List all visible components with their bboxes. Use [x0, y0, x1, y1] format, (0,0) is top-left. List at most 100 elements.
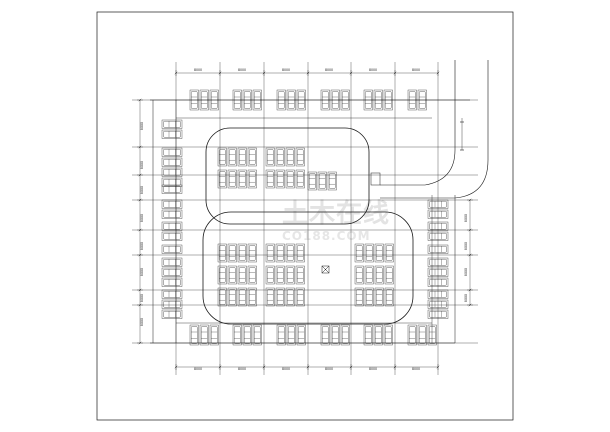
car-outline — [277, 289, 284, 305]
dim-slash — [174, 365, 178, 369]
dim-top-3: 8000 — [282, 68, 290, 72]
dim-slash — [349, 365, 353, 369]
parking-stall — [417, 324, 427, 346]
parking-stall — [189, 324, 199, 346]
parking-stall — [407, 89, 417, 111]
dim-slash — [349, 71, 353, 75]
dim-slash — [218, 365, 222, 369]
parking-stall — [161, 277, 183, 287]
parking-stall — [199, 89, 209, 111]
car-outline — [376, 289, 383, 305]
parking-stall — [427, 209, 449, 219]
core-box — [321, 265, 330, 274]
parking-stall — [227, 287, 237, 307]
ramp-curve-inner — [380, 60, 456, 186]
car-outline — [287, 289, 294, 305]
parking-stall — [317, 171, 327, 191]
dim-left-7: 8000 — [140, 294, 144, 302]
car-outline — [163, 291, 181, 298]
parking-stall — [161, 184, 183, 194]
parking-stall — [354, 243, 364, 263]
parking-stall — [275, 243, 285, 263]
parking-stall — [161, 257, 183, 267]
parking-stall — [407, 324, 417, 346]
dim-bottom-1: 8000 — [194, 367, 202, 371]
car-outline — [229, 171, 236, 187]
dim-right-1: 8000 — [464, 214, 468, 222]
parking-stall — [252, 89, 262, 111]
car-outline — [429, 279, 447, 286]
car-outline — [267, 267, 274, 283]
parking-stall — [161, 177, 183, 187]
parking-stall — [161, 289, 183, 299]
car-outline — [356, 289, 363, 305]
car-outline — [244, 91, 251, 109]
ramp-curve-outer — [380, 60, 489, 199]
parking-stall — [265, 169, 275, 189]
car-outline — [277, 245, 284, 261]
car-outline — [254, 326, 261, 344]
dim-left-3: 8000 — [140, 186, 144, 194]
parking-stall — [417, 89, 427, 111]
parking-stall — [286, 324, 296, 346]
dim-top-5: 8000 — [369, 68, 377, 72]
parking-stall — [295, 265, 305, 285]
parking-stall — [265, 147, 275, 167]
parking-stall — [295, 287, 305, 307]
dim-slash — [138, 303, 142, 307]
car-outline — [429, 259, 447, 266]
parking-stall — [275, 169, 285, 189]
parking-stalls — [161, 89, 449, 346]
car-outline — [288, 326, 295, 344]
dim-slash — [138, 98, 142, 102]
parking-stall — [161, 147, 183, 157]
parking-stall — [340, 89, 350, 111]
car-outline — [365, 91, 372, 109]
car-outline — [429, 291, 447, 298]
dim-left-4: 8000 — [140, 214, 144, 222]
car-outline — [287, 245, 294, 261]
parking-stall — [296, 324, 306, 346]
car-outline — [429, 311, 447, 318]
parking-stall — [354, 287, 364, 307]
car-outline — [332, 326, 339, 344]
car-outline — [356, 267, 363, 283]
car-outline — [229, 289, 236, 305]
parking-stall — [252, 324, 262, 346]
parking-stall — [265, 287, 275, 307]
parking-stall — [295, 243, 305, 263]
parking-stall — [161, 167, 183, 177]
car-outline — [219, 245, 226, 261]
car-outline — [429, 269, 447, 276]
car-outline — [239, 149, 246, 165]
car-outline — [191, 326, 198, 344]
car-outline — [239, 289, 246, 305]
parking-stall — [427, 299, 449, 309]
dim-slash — [306, 365, 310, 369]
parking-stall — [374, 287, 384, 307]
car-outline — [163, 259, 181, 266]
car-outline — [211, 91, 218, 109]
parking-stall — [161, 231, 183, 241]
dim-left-5: 8000 — [140, 242, 144, 250]
parking-stall — [427, 289, 449, 299]
car-outline — [249, 267, 256, 283]
parking-stall — [285, 147, 295, 167]
dim-left-8: 8000 — [140, 318, 144, 326]
car-outline — [329, 173, 336, 189]
parking-stall — [161, 209, 183, 219]
parking-stall — [427, 231, 449, 241]
parking-stall — [247, 147, 257, 167]
parking-stall — [276, 324, 286, 346]
car-outline — [366, 289, 373, 305]
parking-stall — [217, 243, 227, 263]
car-outline — [429, 201, 447, 208]
ramp-box — [370, 172, 381, 186]
parking-stall — [374, 243, 384, 263]
car-outline — [419, 326, 426, 344]
parking-stall — [320, 324, 330, 346]
car-outline — [163, 179, 181, 186]
parking-stall — [295, 147, 305, 167]
parking-stall — [227, 169, 237, 189]
dim-slash — [306, 71, 310, 75]
